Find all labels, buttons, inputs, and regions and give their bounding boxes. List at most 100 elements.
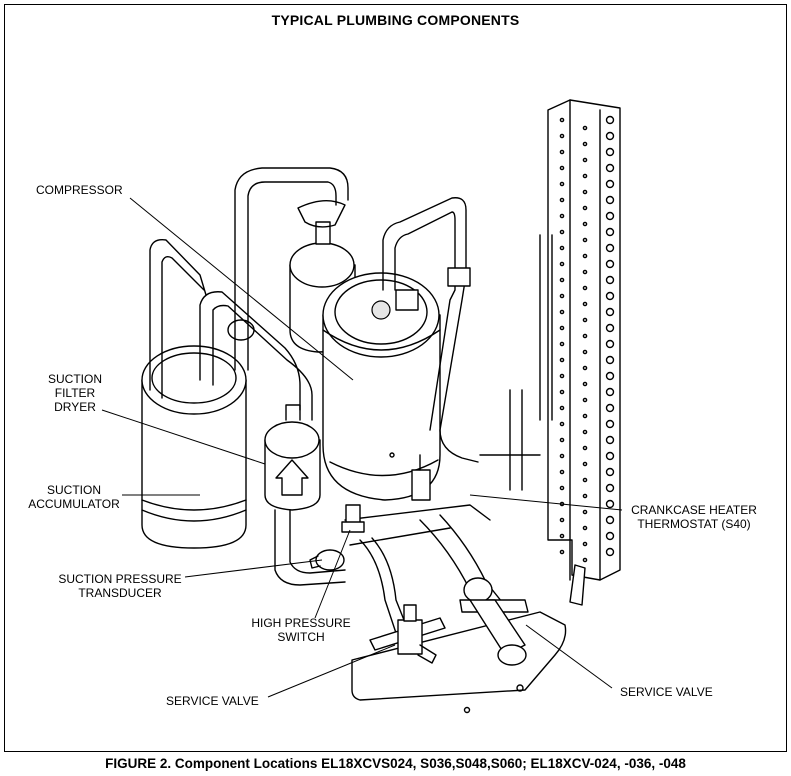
high-pressure-switch-shape bbox=[341, 504, 365, 533]
coil-hole bbox=[559, 133, 565, 139]
coil-hole bbox=[559, 325, 565, 331]
coil-hole bbox=[605, 163, 615, 173]
coil-hole bbox=[582, 141, 588, 147]
discharge-pipe bbox=[382, 197, 479, 463]
coil-hole bbox=[605, 451, 615, 461]
coil-hole bbox=[605, 243, 615, 253]
suction-pressure-transducer-shape bbox=[309, 549, 345, 571]
coil-hole bbox=[559, 149, 565, 155]
coil-header-holes bbox=[559, 115, 615, 563]
leader-compressor bbox=[129, 197, 354, 381]
pipe-coupling bbox=[447, 267, 471, 287]
coil-hole bbox=[559, 485, 565, 491]
coil-hole bbox=[582, 189, 588, 195]
coil-hole bbox=[605, 131, 615, 141]
coil-hole bbox=[605, 403, 615, 413]
coil-hole bbox=[559, 389, 565, 395]
base-pan bbox=[351, 611, 567, 701]
coil-hole bbox=[605, 483, 615, 493]
label-suction-filter-dryer: SUCTION FILTER DRYER bbox=[48, 372, 102, 414]
coil-hole bbox=[605, 515, 615, 525]
coil-hole bbox=[559, 181, 565, 187]
coil-hole bbox=[605, 355, 615, 365]
coil-hole bbox=[605, 179, 615, 189]
service-valve-right-shape bbox=[459, 577, 529, 666]
pan-hole bbox=[463, 706, 471, 714]
manifold-pipe bbox=[344, 504, 491, 546]
coil-hole bbox=[582, 541, 588, 547]
coil-hole bbox=[605, 499, 615, 509]
coil-hole bbox=[582, 477, 588, 483]
coil-hole bbox=[582, 253, 588, 259]
coil-hole bbox=[605, 371, 615, 381]
coil-hole bbox=[582, 157, 588, 163]
pipe-clamp bbox=[227, 319, 255, 341]
coil-hole bbox=[582, 285, 588, 291]
coil-hole bbox=[559, 357, 565, 363]
coil-hole bbox=[605, 291, 615, 301]
coil-pipe bbox=[479, 234, 553, 491]
figure-caption: FIGURE 2. Component Locations EL18XCVS02… bbox=[105, 756, 686, 771]
coil-hole bbox=[559, 261, 565, 267]
coil-hole bbox=[605, 387, 615, 397]
coil-hole bbox=[559, 293, 565, 299]
label-service-valve-right: SERVICE VALVE bbox=[620, 685, 713, 699]
leader-suction-pressure-transducer bbox=[184, 559, 323, 578]
coil-hole bbox=[559, 405, 565, 411]
suction-filter-dryer-shape bbox=[264, 404, 321, 511]
coil-hole bbox=[605, 435, 615, 445]
liquid-line bbox=[359, 537, 413, 646]
coil-hole bbox=[605, 307, 615, 317]
coil-hole bbox=[559, 549, 565, 555]
coil-hole bbox=[605, 467, 615, 477]
coil-hole bbox=[605, 531, 615, 541]
coil-hole bbox=[582, 333, 588, 339]
crankcase-thermostat-shape bbox=[411, 454, 431, 501]
compressor-shape bbox=[322, 272, 441, 501]
leader-service-valve-right bbox=[525, 624, 613, 689]
coil-hole bbox=[582, 509, 588, 515]
label-high-pressure-switch: HIGH PRESSURE SWITCH bbox=[251, 616, 351, 644]
coil-hole bbox=[582, 269, 588, 275]
coil-hole bbox=[582, 301, 588, 307]
coil-hole bbox=[559, 309, 565, 315]
coil-hole bbox=[582, 493, 588, 499]
leader-suction-filter-dryer bbox=[101, 409, 266, 465]
coil-hole bbox=[605, 195, 615, 205]
coil-hole bbox=[582, 445, 588, 451]
leader-crankcase-thermostat bbox=[469, 494, 623, 511]
label-suction-pressure-transducer: SUCTION PRESSURE TRANSDUCER bbox=[58, 572, 182, 600]
coil-hole bbox=[559, 437, 565, 443]
coil-hole bbox=[605, 339, 615, 349]
leader-service-valve-left bbox=[267, 644, 396, 698]
coil-header-assembly bbox=[547, 99, 621, 606]
coil-hole bbox=[582, 125, 588, 131]
coil-hole bbox=[582, 461, 588, 467]
accumulator-loop-pipe bbox=[149, 239, 207, 399]
figure-frame bbox=[4, 4, 787, 752]
coil-hole bbox=[582, 381, 588, 387]
tall-loop-pipe bbox=[234, 167, 349, 371]
leader-high-pressure-switch bbox=[314, 529, 351, 619]
accumulator-riser-pipe bbox=[199, 291, 313, 421]
coil-hole bbox=[605, 147, 615, 157]
coil-hole bbox=[559, 373, 565, 379]
coil-hole bbox=[559, 533, 565, 539]
coil-hole bbox=[605, 211, 615, 221]
coil-hole bbox=[559, 517, 565, 523]
coil-hole bbox=[582, 349, 588, 355]
coil-hole bbox=[559, 117, 565, 123]
coil-hole bbox=[559, 213, 565, 219]
coil-hole bbox=[582, 205, 588, 211]
coil-hole bbox=[605, 227, 615, 237]
coil-hole bbox=[605, 547, 615, 557]
figure-title: TYPICAL PLUMBING COMPONENTS bbox=[271, 12, 520, 28]
coil-hole bbox=[582, 429, 588, 435]
coil-hole bbox=[605, 323, 615, 333]
coil-hole bbox=[582, 317, 588, 323]
coil-hole bbox=[559, 469, 565, 475]
suction-line bbox=[274, 509, 346, 586]
coil-hole bbox=[582, 413, 588, 419]
coil-hole bbox=[582, 525, 588, 531]
